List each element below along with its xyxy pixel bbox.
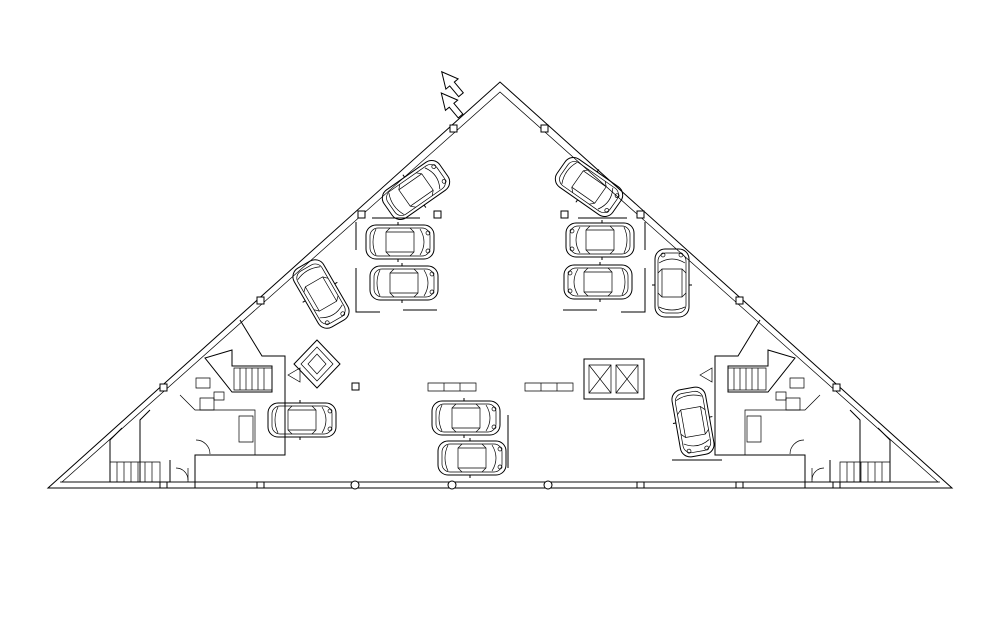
car-icon — [565, 219, 635, 261]
car-icon — [365, 221, 435, 263]
column-icon — [736, 297, 743, 304]
doors — [196, 368, 804, 454]
column-icon — [544, 481, 552, 489]
stair-icon — [234, 368, 272, 390]
column-icon — [561, 211, 568, 218]
column-icon — [160, 482, 167, 488]
cars — [267, 150, 720, 479]
car-icon — [666, 384, 720, 460]
column-icon — [257, 297, 264, 304]
column-icon — [736, 482, 743, 488]
column-icon — [637, 482, 644, 488]
car-icon — [267, 399, 337, 441]
column-icon — [352, 383, 359, 390]
car-icon — [651, 248, 693, 318]
column-icon — [541, 125, 548, 132]
columns — [160, 125, 840, 489]
car-icon — [376, 153, 456, 227]
column-icon — [450, 125, 457, 132]
car-icon — [369, 262, 439, 304]
column-icon — [257, 482, 264, 488]
right-core — [700, 320, 890, 488]
column-icon — [434, 211, 441, 218]
column-icon — [637, 211, 644, 218]
car-icon — [286, 254, 356, 334]
shaft — [294, 340, 340, 388]
stair-icon — [110, 462, 160, 482]
left-core — [110, 320, 285, 488]
outer-wall — [48, 82, 952, 488]
column-icon — [448, 481, 456, 489]
north-arrow-icon — [425, 67, 478, 122]
column-icon — [833, 482, 840, 488]
elevator-icon — [584, 359, 644, 399]
column-icon — [358, 211, 365, 218]
floor-gratings — [428, 383, 573, 391]
column-icon — [351, 481, 359, 489]
stair-icon — [840, 462, 890, 482]
column-icon — [160, 384, 167, 391]
car-icon — [563, 261, 633, 303]
car-icon — [437, 437, 507, 479]
column-icon — [833, 384, 840, 391]
car-icon — [431, 397, 501, 439]
stair-icon — [728, 368, 766, 390]
